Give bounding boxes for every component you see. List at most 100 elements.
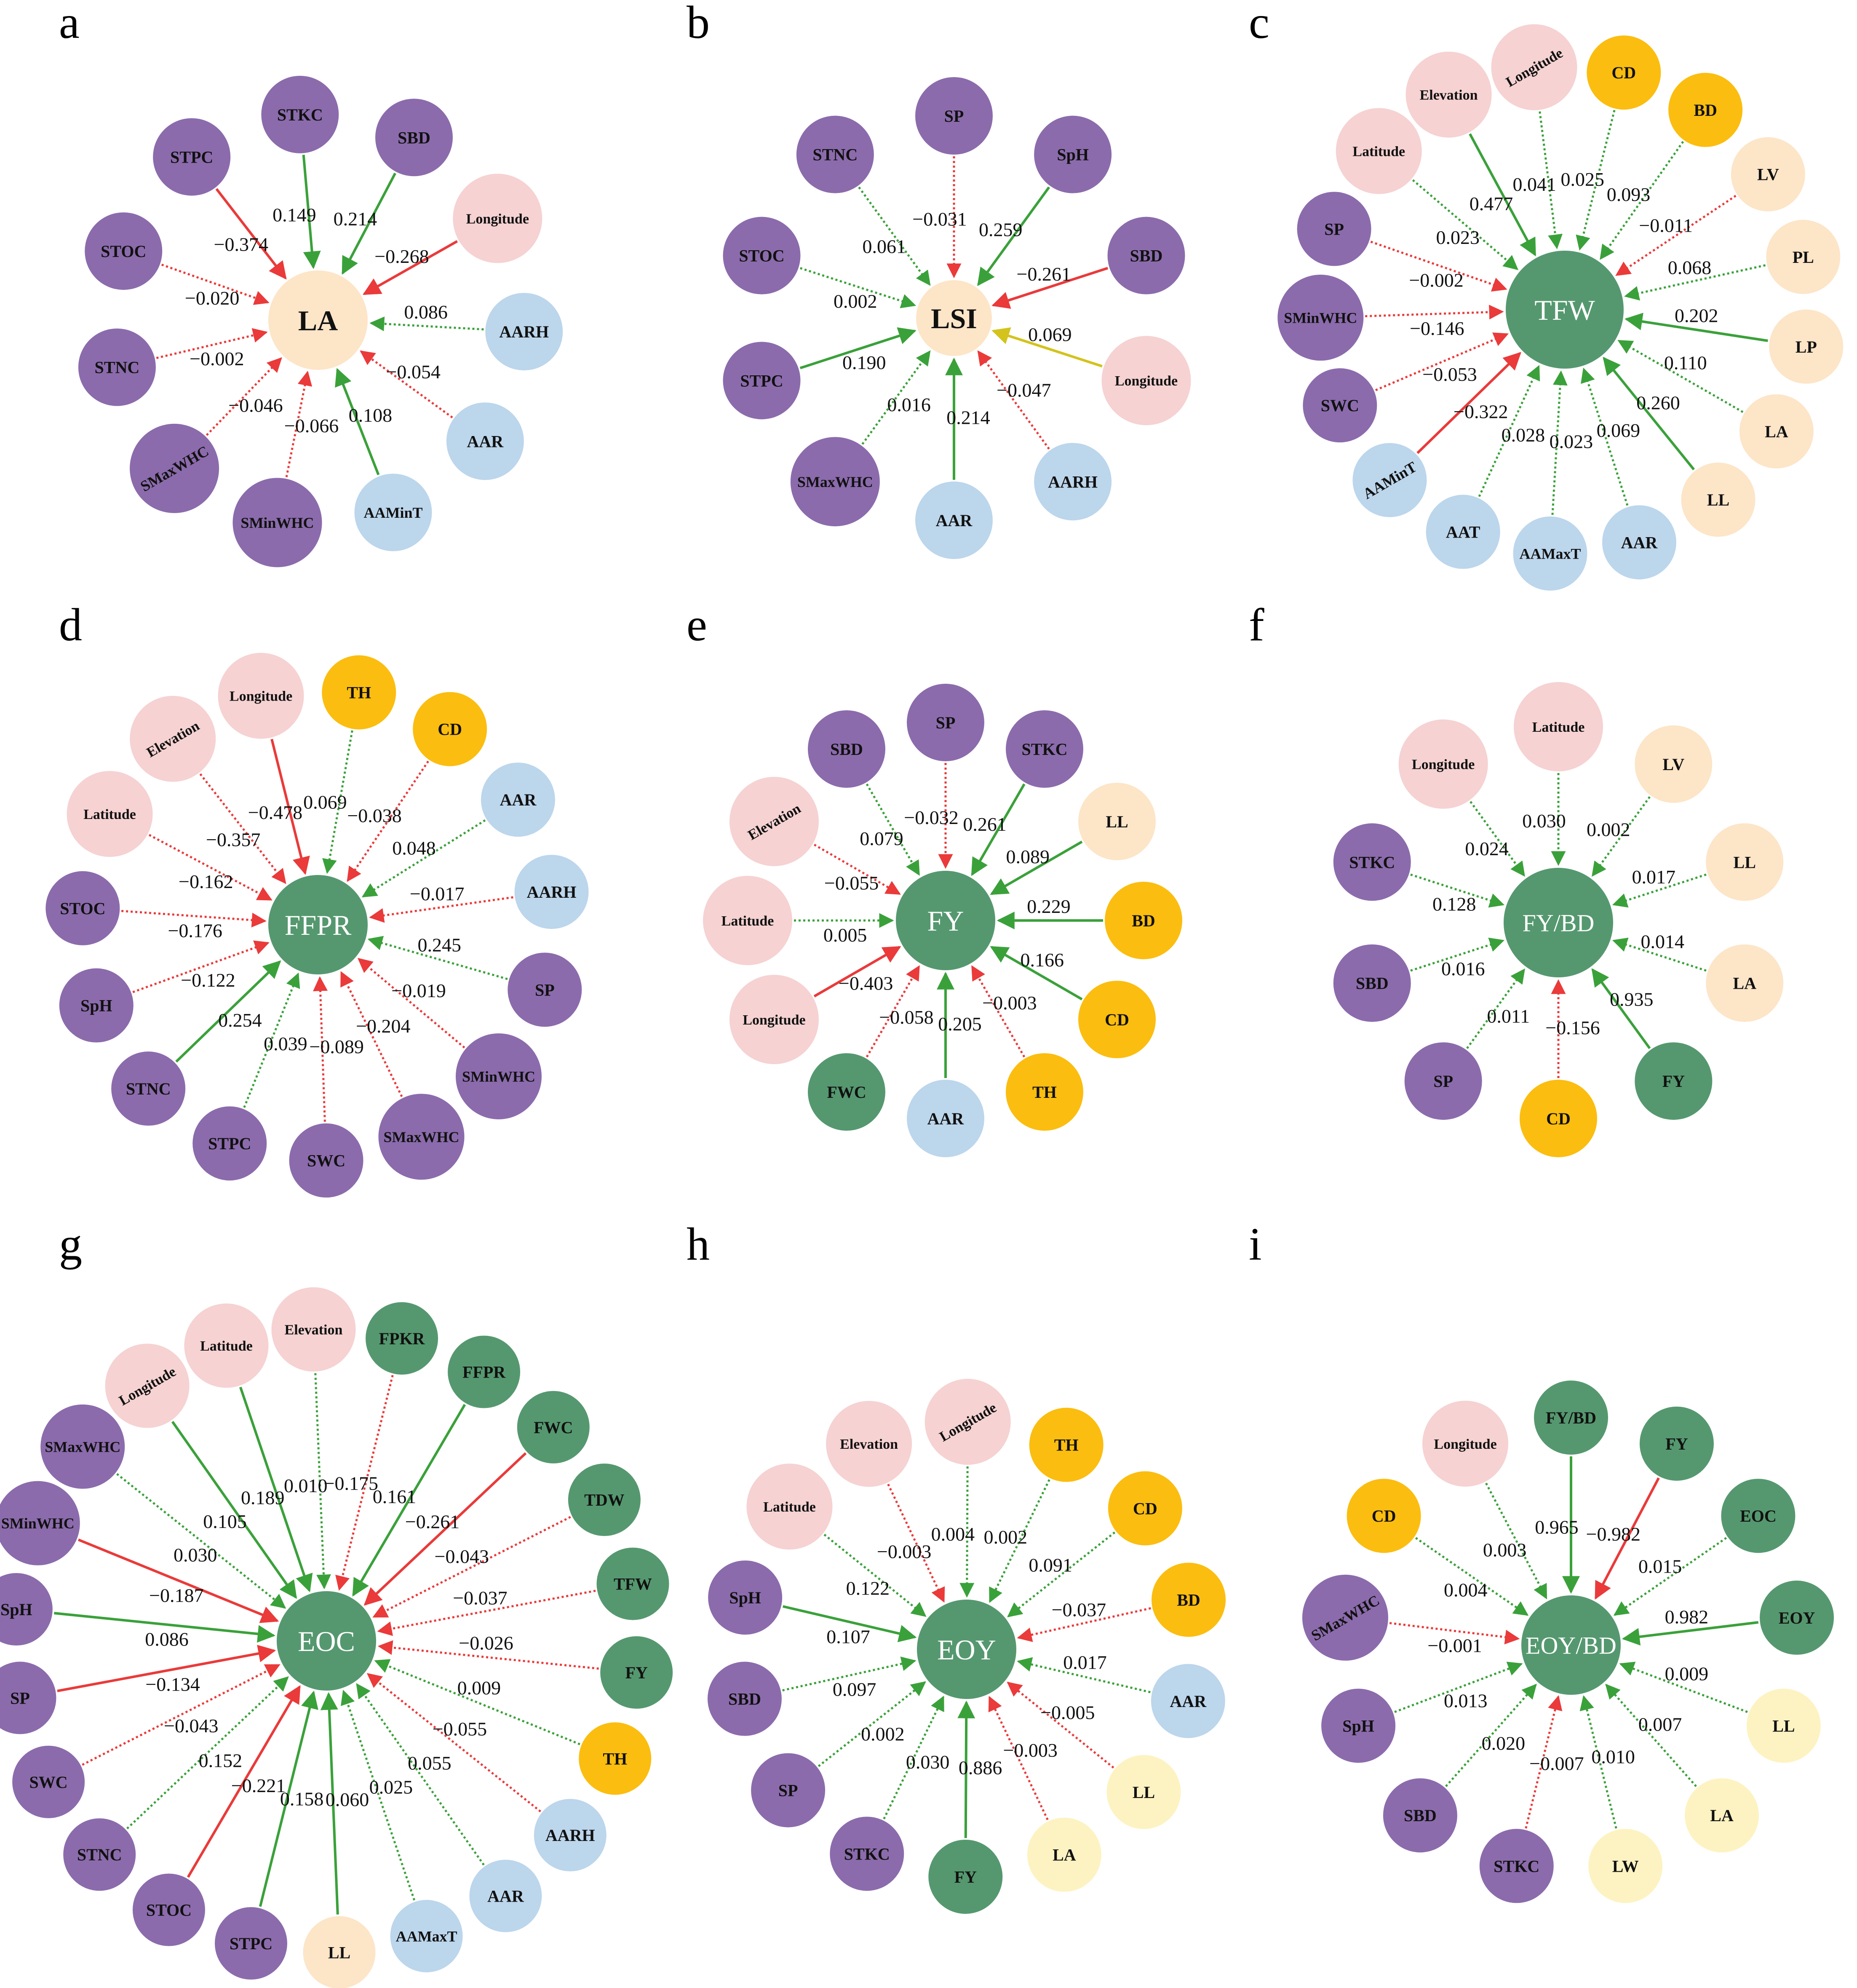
node-stpc: STPC [192, 1106, 267, 1181]
edge-aar [361, 819, 486, 898]
node-sbd: SBD [375, 99, 453, 177]
response-circle [896, 871, 995, 970]
coefficient-label: −0.134 [145, 1674, 200, 1695]
panel-letter: f [1249, 599, 1264, 650]
node-label: Latitude [1532, 720, 1585, 735]
edge-longitude [171, 1421, 297, 1599]
edge-th [971, 965, 1026, 1058]
coefficient-label: 0.190 [842, 352, 886, 373]
coefficient-label: −0.357 [206, 829, 260, 851]
node-label: AAR [1621, 533, 1658, 552]
coefficient-label: −0.017 [410, 883, 464, 904]
coefficient-label: 0.010 [284, 1475, 328, 1496]
node-lw: LW [1588, 1829, 1663, 1903]
node-circle [481, 763, 555, 837]
node-label: TFW [614, 1575, 652, 1594]
node-sph: SpH [0, 1573, 53, 1646]
node-aarh: AARH [514, 855, 589, 929]
node-label: Latitude [200, 1338, 253, 1354]
node-sp: SP [915, 77, 993, 155]
node-label: STKC [1349, 853, 1395, 872]
panel-letter: i [1249, 1218, 1262, 1270]
coefficient-label: 0.030 [906, 1751, 950, 1773]
node-circle [0, 1573, 53, 1646]
node-circle [1398, 719, 1488, 809]
edge-sph [54, 1612, 275, 1643]
node-circle [729, 777, 819, 866]
edge-stkc [1525, 1695, 1563, 1829]
node-sph: SpH [1034, 115, 1112, 193]
panel-h: h0.0020.091−0.0370.017−0.005−0.0030.8860… [687, 1218, 1226, 1914]
node-circle [1602, 505, 1676, 580]
coefficient-label: 0.152 [199, 1750, 243, 1771]
coefficient-label: −0.162 [179, 871, 233, 892]
response-label: EOY/BD [1526, 1632, 1617, 1659]
node-eoc: EOC [1721, 1479, 1796, 1553]
node-aarh: AARH [485, 293, 563, 371]
node-circle [1479, 1829, 1554, 1903]
node-circle [214, 1907, 287, 1980]
node-circle [1706, 944, 1784, 1022]
coefficient-label: −0.003 [877, 1541, 931, 1562]
edge-sbd [991, 267, 1109, 309]
node-label: SpH [0, 1600, 32, 1619]
node-sbd: SBD [1107, 217, 1185, 294]
coefficient-label: −0.043 [164, 1715, 218, 1736]
node-smaxwhc: SMaxWHC [1302, 1574, 1388, 1661]
coefficient-label: −0.020 [185, 287, 239, 309]
coefficient-label: 0.229 [1027, 896, 1071, 917]
node-label: STKC [277, 105, 323, 124]
edge-stnc [175, 960, 281, 1063]
node-sph: SpH [1321, 1688, 1396, 1763]
node-circle [1405, 51, 1492, 138]
coefficient-label: −0.019 [391, 980, 446, 1001]
node-circle [1685, 1778, 1759, 1853]
node-lv: LV [1731, 137, 1805, 211]
node-ffpr: FFPR [448, 1335, 521, 1408]
node-longitude: Longitude [105, 1343, 190, 1428]
coefficient-label: −0.055 [433, 1718, 487, 1740]
node-circle [907, 684, 984, 761]
node-la: LA [1685, 1778, 1759, 1853]
node-label: SBD [1404, 1806, 1437, 1825]
node-label: STKC [844, 1844, 890, 1863]
coefficient-label: 0.068 [1668, 257, 1712, 278]
node-circle [790, 437, 880, 527]
node-circle [1105, 882, 1182, 959]
node-label: SP [936, 713, 956, 732]
predictor-nodes: FPKRFFPRFWCTDWTFWFYTHAARHAARAAMaxTLLSTPC… [0, 1287, 673, 1988]
node-label: TH [347, 683, 371, 702]
node-stkc: STKC [1006, 710, 1083, 788]
node-circle [1746, 1688, 1821, 1763]
node-circle [271, 1287, 356, 1372]
node-label: SMinWHC [462, 1068, 535, 1085]
node-circle [596, 1547, 669, 1620]
coefficient-label: 0.041 [1512, 174, 1556, 195]
edge-cd [990, 946, 1083, 1001]
node-label: Latitude [763, 1499, 816, 1515]
coefficient-label: 0.009 [1665, 1663, 1709, 1685]
coefficient-label: −0.007 [1529, 1753, 1584, 1774]
coefficient-label: −0.204 [356, 1015, 410, 1037]
coefficient-label: −0.038 [347, 805, 401, 826]
coefficient-label: 0.886 [959, 1757, 1002, 1779]
node-ll: LL [1078, 783, 1156, 860]
coefficient-label: 0.023 [1436, 227, 1480, 248]
coefficient-label: −0.221 [231, 1775, 286, 1796]
response-circle [917, 1600, 1016, 1699]
node-swc: SWC [12, 1745, 85, 1818]
node-circle [1639, 1406, 1714, 1481]
node-label: Longitude [1412, 757, 1475, 773]
node-label: LP [1796, 337, 1817, 356]
coefficient-label: 0.069 [1597, 420, 1641, 441]
coefficient-label: 0.079 [860, 828, 903, 849]
node-label: FY [1665, 1434, 1688, 1453]
coefficient-label: −0.982 [1586, 1523, 1641, 1545]
node-fy: FY [600, 1636, 673, 1709]
node-circle [469, 1860, 542, 1932]
coefficient-label: 0.025 [1561, 169, 1605, 190]
coefficient-label: 0.089 [1006, 846, 1050, 867]
node-circle [218, 653, 304, 739]
edge-sph [783, 1605, 917, 1643]
node-circle [1426, 495, 1500, 569]
